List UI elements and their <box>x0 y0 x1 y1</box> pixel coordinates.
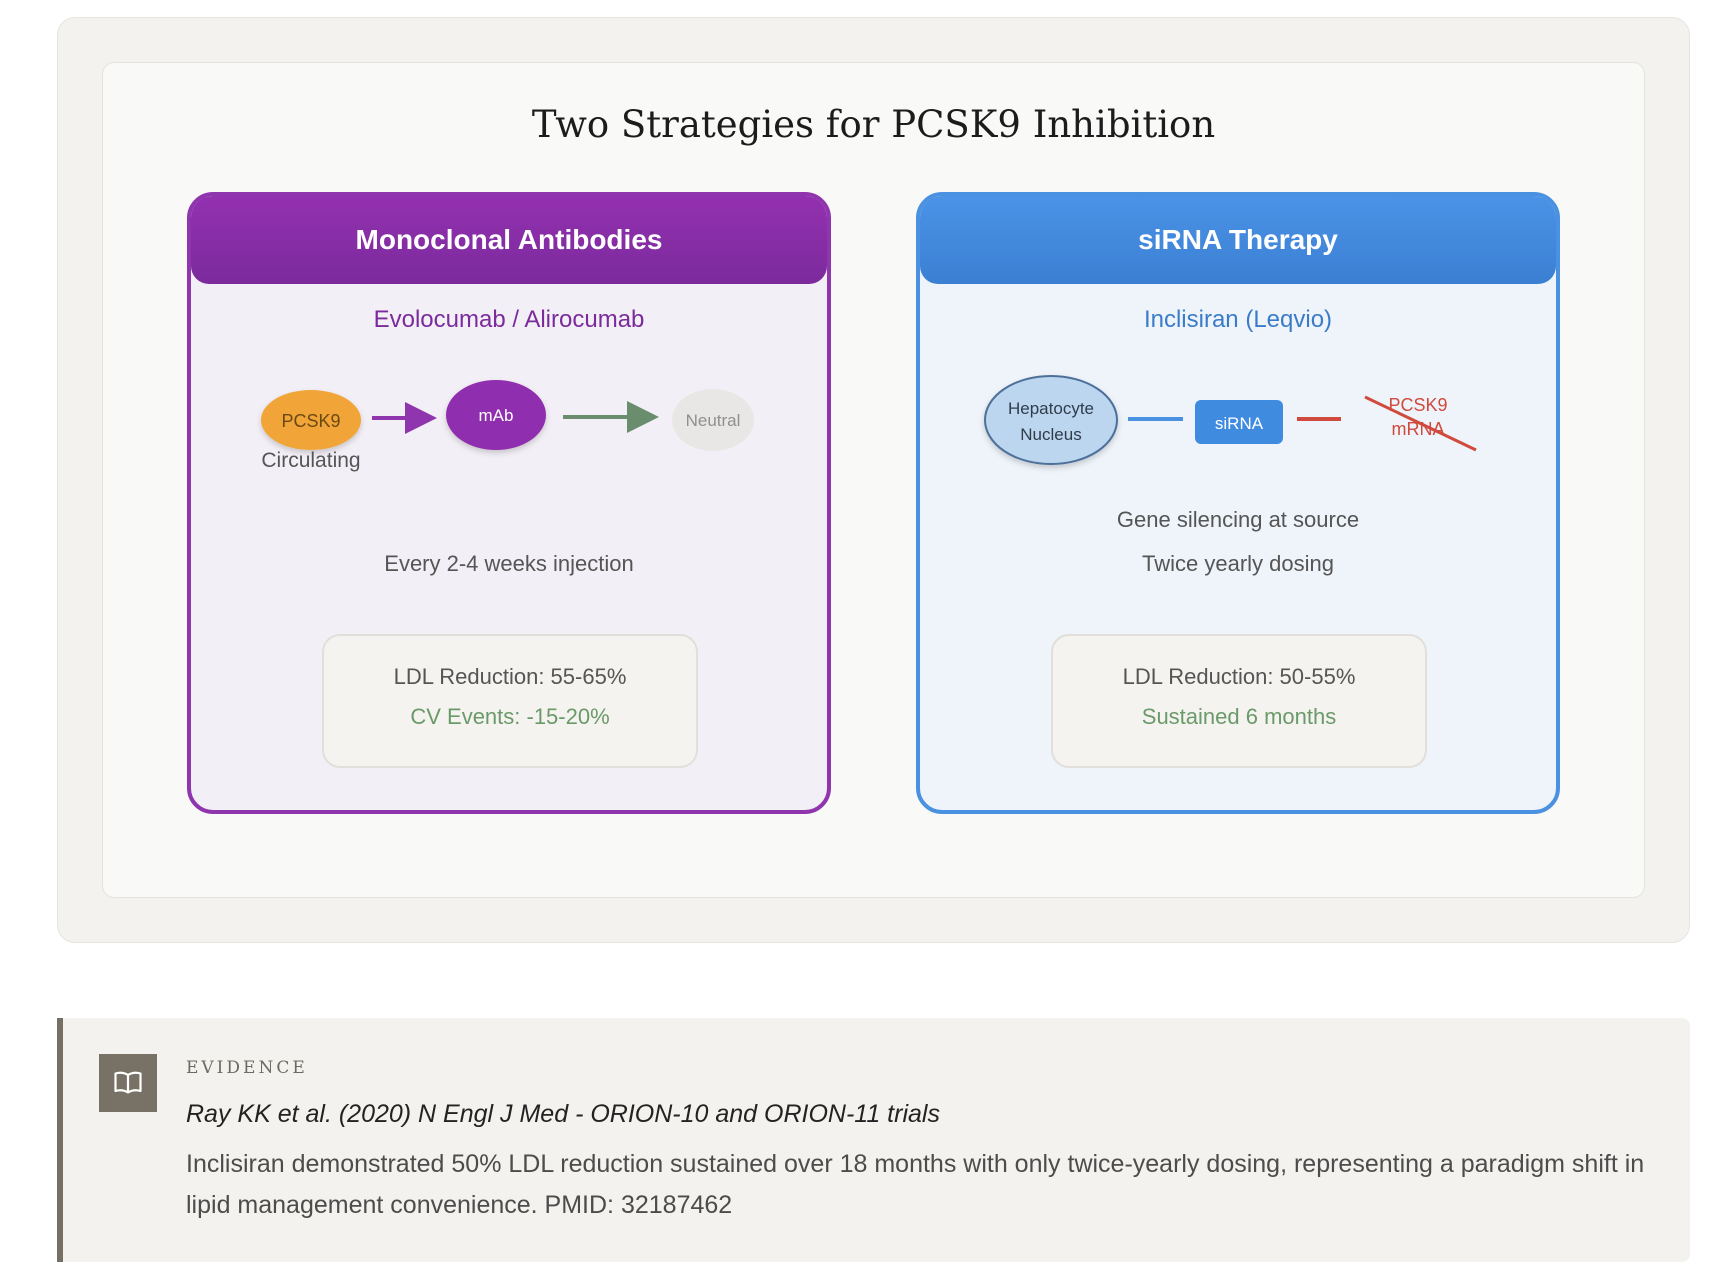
dosing-text: Twice yearly dosing <box>1142 551 1334 576</box>
panel-subtitle: Inclisiran (Leqvio) <box>1143 306 1333 333</box>
duration-stat: Sustained 6 months <box>1141 704 1337 729</box>
pcsk9-node <box>261 390 361 450</box>
arrow-head-green <box>627 401 659 433</box>
mrna-label-line1: PCSK9 <box>1388 395 1447 415</box>
mrna-strike-line <box>1364 395 1477 452</box>
nucleus-label-line2: Nucleus <box>1020 425 1081 444</box>
panel-monoclonal-antibodies: Monoclonal Antibodies Evolocumab / Aliro… <box>187 192 831 814</box>
neutral-node <box>672 389 754 451</box>
figure-title: Two Strategies for PCSK9 Inhibition <box>531 103 1216 146</box>
cv-events-stat: CV Events: -15-20% <box>410 704 610 729</box>
sirna-mechanism-diagram: Hepatocyte Nucleus siRNA PCSK9 mRNA <box>920 356 1556 516</box>
panel-sirna-therapy: siRNA Therapy Inclisiran (Leqvio) Hepato… <box>916 192 1560 814</box>
hepatocyte-nucleus-node <box>984 375 1118 465</box>
panel-subtitle: Evolocumab / Alirocumab <box>373 306 645 333</box>
stat-box: LDL Reduction: 55-65% CV Events: -15-20% <box>322 634 698 768</box>
pcsk9-label: PCSK9 <box>281 411 340 431</box>
mrna-label-line2: mRNA <box>1392 419 1445 439</box>
evidence-citation: Ray KK et al. (2020) N Engl J Med - ORIO… <box>186 1100 940 1128</box>
figure-card: Two Strategies for PCSK9 Inhibition Mono… <box>102 62 1645 898</box>
mechanism-text: Gene silencing at source <box>1116 507 1360 532</box>
panel-header: Monoclonal Antibodies <box>191 196 827 284</box>
neutral-label: Neutral <box>686 411 741 430</box>
evidence-label: EVIDENCE <box>186 1058 308 1078</box>
stat-box: LDL Reduction: 50-55% Sustained 6 months <box>1051 634 1427 768</box>
nucleus-label-line1: Hepatocyte <box>1008 399 1094 418</box>
dosing-text: Every 2-4 weeks injection <box>384 551 634 576</box>
sirna-node <box>1195 400 1283 444</box>
evidence-callout: EVIDENCE Ray KK et al. (2020) N Engl J M… <box>57 1018 1690 1262</box>
panel-header: siRNA Therapy <box>920 196 1556 284</box>
figure-container: Two Strategies for PCSK9 Inhibition Mono… <box>57 17 1690 943</box>
mab-mechanism-diagram: PCSK9 Circulating mAb Neutral <box>191 356 827 516</box>
mab-label: mAb <box>479 406 514 425</box>
book-icon <box>99 1054 157 1112</box>
ldl-reduction-stat: LDL Reduction: 50-55% <box>1122 664 1356 689</box>
arrow-head-purple <box>405 402 437 434</box>
sirna-label: siRNA <box>1215 414 1264 433</box>
ldl-reduction-stat: LDL Reduction: 55-65% <box>393 664 627 689</box>
evidence-body: Inclisiran demonstrated 50% LDL reductio… <box>186 1150 1645 1219</box>
circulating-label: Circulating <box>261 449 360 472</box>
mab-node <box>446 380 546 450</box>
